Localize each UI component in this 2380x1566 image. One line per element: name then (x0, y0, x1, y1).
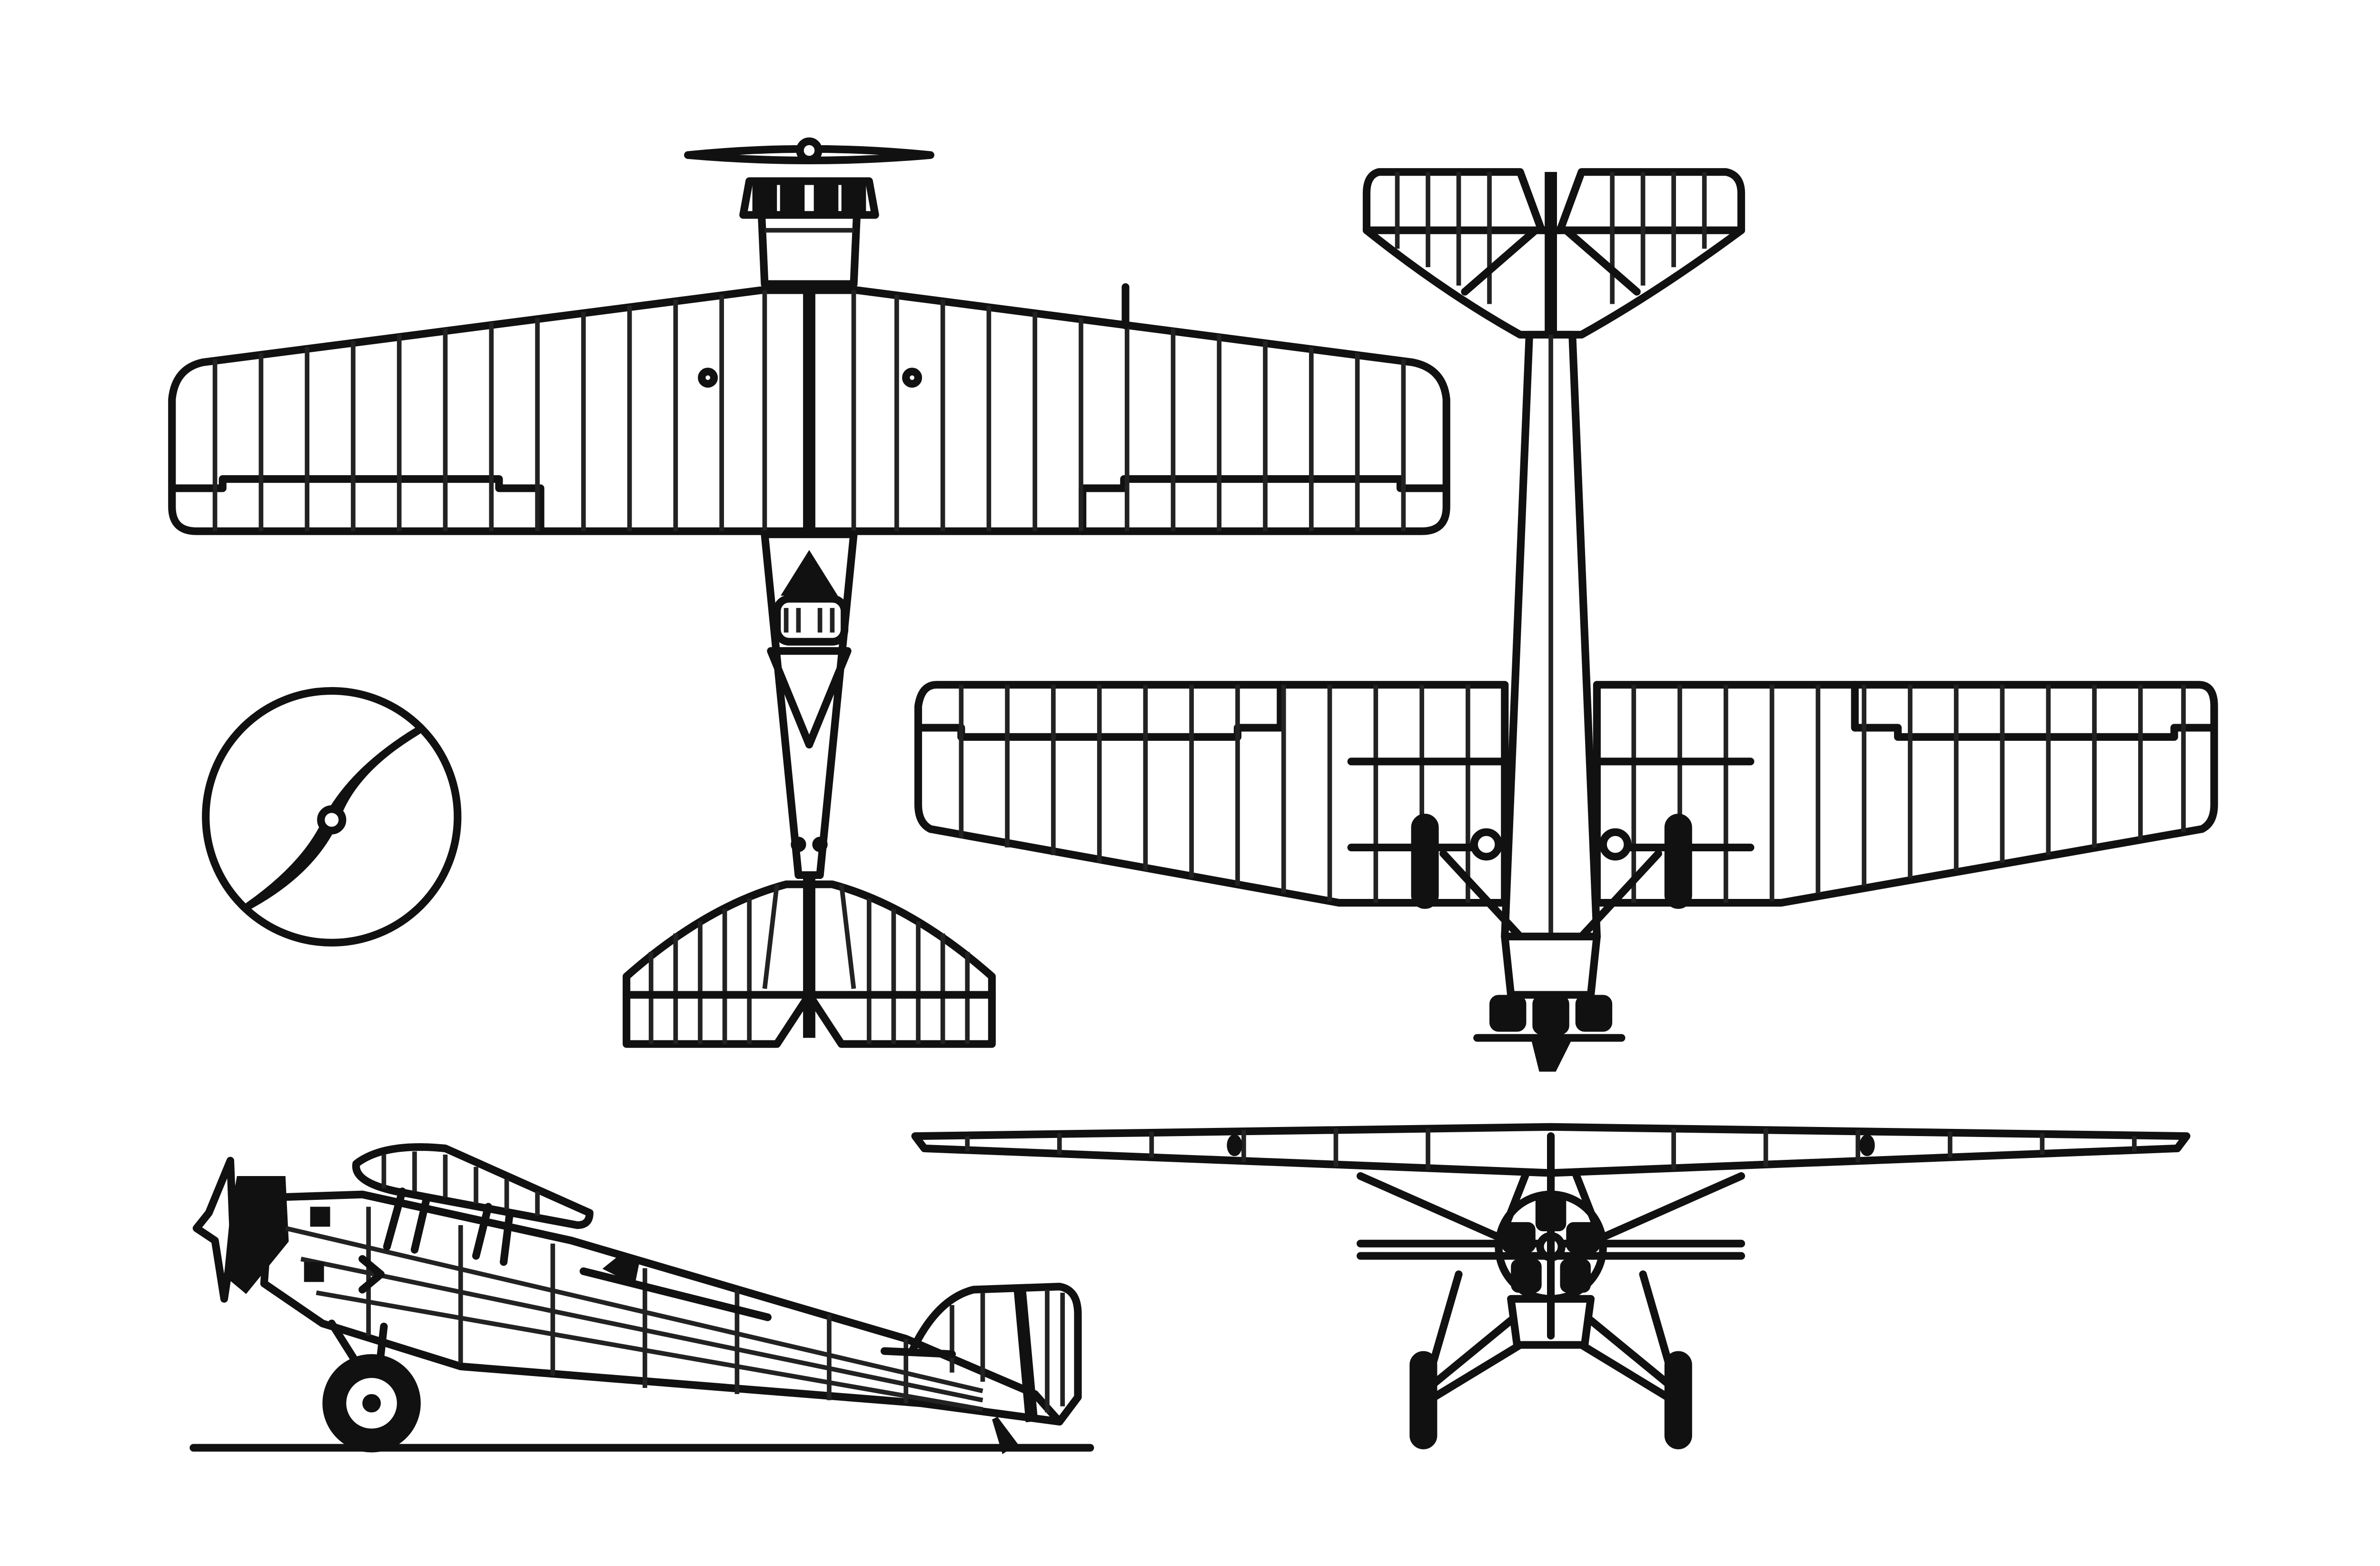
top-view-windshield (780, 550, 838, 596)
side-view-rudder-ribs (950, 1286, 1065, 1423)
side-view-cabane-struts (383, 1187, 514, 1266)
front-view-fitting-left (1227, 1134, 1242, 1157)
top-view-cockpit (773, 595, 849, 646)
bottom-view-left-wheel (1411, 813, 1439, 909)
propeller-detail (202, 687, 462, 947)
top-view (168, 137, 1450, 1048)
front-view-wing (911, 1123, 2191, 1177)
top-view-wing-ribs (212, 290, 1406, 531)
bottom-view-right-aileron (1851, 681, 2218, 741)
top-view-wing (168, 286, 1450, 535)
bottom-view-propeller-hub (1531, 1041, 1571, 1072)
top-view-wing-fitting-right (902, 368, 922, 388)
propeller-detail-hub (317, 805, 347, 835)
front-view-fitting-right (1859, 1134, 1875, 1157)
side-view (189, 1143, 1094, 1455)
bottom-view-tailplane-ribs (1395, 172, 1707, 304)
bottom-view-wing (914, 681, 1509, 907)
bottom-view-cowling (1501, 932, 1601, 999)
bottom-view-engine (1473, 995, 1626, 1042)
side-view-wing-ribs (381, 1151, 540, 1216)
front-view-wing-ribs (965, 1128, 2137, 1170)
bottom-view-wing-ribs (959, 685, 2186, 903)
side-view-windshield (602, 1252, 639, 1285)
front-view-left-wheel (1409, 1351, 1438, 1449)
top-view-fuselage (761, 530, 858, 879)
side-view-fin (908, 1283, 1082, 1426)
side-view-fuselage-lines (285, 1207, 983, 1412)
bottom-view-wing-right (1593, 681, 2218, 907)
side-view-tailskid (992, 1416, 1018, 1455)
top-view-tailplane (623, 880, 996, 1048)
front-view-right-wheel (1664, 1351, 1692, 1449)
top-view-spinner (796, 137, 823, 164)
front-view (911, 1123, 2191, 1449)
bottom-view (914, 168, 2218, 1072)
top-view-engine (739, 177, 879, 219)
front-view-landing-gear (1421, 1270, 1681, 1401)
propeller-detail-blade (245, 727, 422, 910)
side-view-wing (352, 1143, 594, 1229)
top-view-wing-fitting-left (698, 368, 718, 388)
top-view-rear-decking (767, 647, 852, 748)
top-view-left-aileron (171, 475, 545, 535)
top-view-cowling (757, 211, 861, 288)
propeller-detail-circle (202, 687, 462, 947)
side-view-tailplane (881, 1347, 956, 1358)
top-view-propeller (684, 145, 934, 165)
bottom-view-right-wheel (1664, 813, 1692, 909)
